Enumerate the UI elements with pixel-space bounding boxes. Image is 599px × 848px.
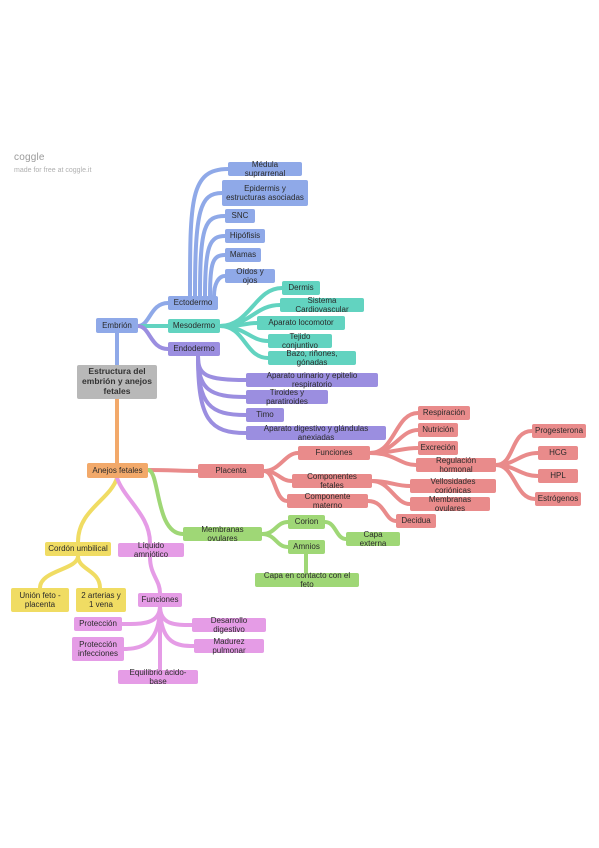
node-cardio[interactable]: Sistema Cardiovascular (280, 296, 364, 314)
node-timo[interactable]: Timo (246, 408, 284, 422)
node-urinario[interactable]: Aparato urinario y epitelio respiratorio (246, 371, 378, 389)
node-liquido-amniotico[interactable]: Líquido amniótico (118, 541, 184, 559)
node-hipofisis[interactable]: Hipófisis (225, 229, 265, 243)
link-materno-decidua (366, 499, 398, 523)
link-fl-prot-infecciones (122, 604, 162, 651)
node-digestivo[interactable]: Aparato digestivo y glándulas anexiadas (246, 424, 386, 442)
node-respiracion[interactable]: Respiración (418, 406, 470, 420)
node-dermis[interactable]: Dermis (282, 281, 320, 295)
link-fl-madurez (158, 604, 196, 648)
node-funciones-liquido[interactable]: Funciones (138, 593, 182, 607)
link-liquido-funciones (148, 555, 162, 595)
node-locomotor[interactable]: Aparato locomotor (257, 316, 345, 330)
link-ecto-epidermis (193, 191, 224, 298)
link-embrion-ectodermo (136, 301, 170, 328)
link-memb-amnios (260, 532, 290, 549)
node-hcg[interactable]: HCG (538, 446, 578, 460)
link-cordon-union (38, 554, 80, 590)
link-endo-urinario (196, 354, 248, 382)
link-ecto-snc (198, 214, 227, 298)
node-conjuntivo[interactable]: Tejido conjuntivo (268, 332, 332, 350)
node-amnios[interactable]: Amnios (288, 540, 325, 554)
link-anejos-cordon (76, 476, 119, 544)
node-medula[interactable]: Médula suprarrenal (228, 160, 302, 178)
node-cordon-umbilical[interactable]: Cordón umbilical (45, 542, 111, 556)
node-snc[interactable]: SNC (225, 209, 255, 223)
node-mesodermo[interactable]: Mesodermo (168, 319, 220, 333)
node-funciones-placenta[interactable]: Funciones (298, 446, 370, 460)
node-proteccion-infecciones[interactable]: Protección infecciones (72, 637, 124, 661)
node-embrion[interactable]: Embrión (96, 318, 138, 333)
link-reg-hcg (494, 451, 540, 467)
node-membranas-ovulares[interactable]: Membranas ovulares (183, 525, 262, 543)
node-excrecion[interactable]: Excreción (418, 441, 458, 455)
link-memb-corion (260, 520, 290, 536)
link-fp-regulacion (368, 451, 418, 467)
link-comp-membranas (370, 479, 412, 506)
node-madurez[interactable]: Madurez pulmonar (194, 637, 264, 655)
link-ecto-mamas (208, 253, 227, 298)
node-oidos[interactable]: Oídos y ojos (225, 267, 275, 285)
node-proteccion[interactable]: Protección (74, 617, 122, 631)
link-placenta-materno (262, 469, 289, 503)
brand-tagline: made for free at coggle.it (14, 167, 92, 174)
node-desarrollo[interactable]: Desarrollo digestivo (192, 616, 266, 634)
link-corion-capa (323, 520, 348, 541)
node-regulacion[interactable]: Regulación hormonal (416, 456, 496, 474)
brand-logo: coggle (14, 152, 45, 163)
node-nutricion[interactable]: Nutrición (418, 423, 458, 437)
node-tiroides[interactable]: Tiroides y paratiroides (246, 388, 328, 406)
link-cordon-arterias (76, 554, 102, 590)
link-endo-digestivo (196, 354, 248, 435)
node-ectodermo[interactable]: Ectodermo (168, 296, 218, 310)
node-anejos[interactable]: Anejos fetales (87, 463, 148, 478)
node-componentes[interactable]: Componentes fetales (292, 472, 372, 490)
node-decidua[interactable]: Decidua (396, 514, 436, 528)
link-anejos-membranas (146, 468, 185, 536)
link-fl-proteccion (120, 604, 162, 627)
node-arterias[interactable]: 2 arterias y 1 vena (76, 588, 126, 612)
node-membranas-ovulares-red[interactable]: Membranas ovulares (410, 495, 490, 513)
node-capa-externa[interactable]: Capa externa (346, 530, 400, 548)
node-hpl[interactable]: HPL (538, 469, 578, 483)
node-progesterona[interactable]: Progesterona (532, 424, 586, 438)
link-anejos-placenta (146, 468, 200, 473)
node-estrogenos[interactable]: Estrógenos (535, 492, 581, 506)
link-meso-bazo (218, 324, 270, 360)
node-componente-materno[interactable]: Componente materno (287, 492, 368, 510)
node-vellosidades[interactable]: Vellosidades coriónicas (410, 477, 496, 495)
link-placenta-funciones (262, 451, 300, 473)
node-equilibrio[interactable]: Equilibrio ácido-base (118, 668, 198, 686)
node-corion[interactable]: Corion (288, 515, 325, 529)
node-mamas[interactable]: Mamas (225, 248, 261, 262)
node-placenta[interactable]: Placenta (198, 464, 264, 478)
node-endodermo[interactable]: Endodermo (168, 342, 220, 356)
link-reg-estrogenos (494, 463, 537, 501)
node-epidermis[interactable]: Epidermis y estructuras asociadas (222, 180, 308, 206)
link-anejos-liquido (115, 476, 152, 545)
node-central[interactable]: Estructura del embrión y anejos fetales (77, 365, 157, 399)
link-ecto-hipofisis (203, 234, 227, 298)
node-capa-contacto[interactable]: Capa en contacto con el feto (255, 571, 359, 589)
node-union[interactable]: Unión feto - placenta (11, 588, 69, 612)
link-fl-desarrollo (158, 604, 194, 627)
link-ecto-oidos (212, 274, 227, 298)
link-ecto-medula (188, 167, 230, 298)
link-embrion-endodermo (136, 324, 170, 351)
node-bazo[interactable]: Bazo, riñones, gónadas (268, 349, 356, 367)
